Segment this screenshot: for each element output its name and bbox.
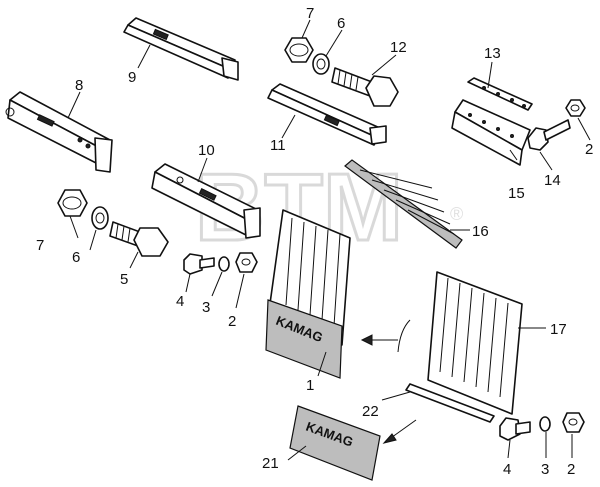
arrow-to-part-1 bbox=[360, 319, 411, 353]
callout-2-bottom: 2 bbox=[567, 461, 575, 478]
part-17-mudguard bbox=[427, 271, 523, 415]
leader-15 bbox=[509, 149, 518, 161]
leader-2-middle bbox=[235, 273, 245, 309]
part-1-mudguard: KAMAG bbox=[265, 209, 351, 379]
leader-11 bbox=[281, 114, 296, 139]
leader-6-left bbox=[89, 229, 97, 251]
part-10-bracket bbox=[151, 163, 261, 239]
leader-6-top bbox=[325, 29, 343, 57]
part-11-bracket bbox=[267, 83, 387, 146]
part-16-ribbed bbox=[344, 159, 463, 249]
callout-15: 15 bbox=[508, 185, 525, 202]
leader-5 bbox=[129, 251, 139, 269]
callout-1: 1 bbox=[306, 377, 314, 394]
leader-7-left bbox=[69, 215, 79, 239]
leader-21 bbox=[287, 445, 307, 461]
washer-3-bottom bbox=[539, 416, 551, 432]
callout-22: 22 bbox=[362, 403, 379, 420]
nut-2-middle bbox=[235, 252, 258, 273]
callout-16: 16 bbox=[472, 223, 489, 240]
leader-12 bbox=[371, 54, 397, 76]
leader-14 bbox=[539, 151, 553, 171]
callout-4-middle: 4 bbox=[176, 293, 184, 310]
washer-6-top bbox=[312, 53, 330, 75]
part-21-mudflap: KAMAG bbox=[289, 405, 381, 481]
callout-5: 5 bbox=[120, 271, 128, 288]
nut-2-top bbox=[565, 99, 586, 117]
arrow-to-part-21 bbox=[382, 419, 417, 444]
watermark-registered-mark: ® bbox=[450, 204, 463, 224]
washer-6-left bbox=[91, 206, 109, 230]
leader-7-top bbox=[301, 19, 311, 39]
callout-3-middle: 3 bbox=[202, 299, 210, 316]
callout-7-top: 7 bbox=[306, 5, 314, 22]
nut-7-top bbox=[284, 37, 314, 63]
callout-6-top: 6 bbox=[337, 15, 345, 32]
part-8-bracket bbox=[5, 91, 113, 173]
leader-13 bbox=[487, 61, 493, 89]
bolt-12 bbox=[331, 67, 399, 107]
leader-4-bottom bbox=[507, 439, 511, 459]
nut-2-bottom bbox=[562, 412, 585, 433]
callout-13: 13 bbox=[484, 45, 501, 62]
bolt-4-middle bbox=[183, 253, 215, 275]
part-9-bracket bbox=[123, 17, 239, 81]
callout-9: 9 bbox=[128, 69, 136, 86]
part-22-strip bbox=[405, 383, 495, 423]
callout-10: 10 bbox=[198, 142, 215, 159]
leader-2-top bbox=[577, 117, 591, 141]
callout-2-top: 2 bbox=[585, 141, 593, 158]
leader-10 bbox=[197, 157, 208, 183]
nut-7-left bbox=[57, 189, 88, 217]
callout-11: 11 bbox=[270, 137, 286, 154]
callout-7-left: 7 bbox=[36, 237, 44, 254]
bolt-14 bbox=[527, 119, 571, 151]
callout-6-left: 6 bbox=[72, 249, 80, 266]
leader-22 bbox=[381, 391, 411, 401]
part-13-strip bbox=[467, 77, 533, 111]
leader-4-middle bbox=[185, 273, 191, 293]
bolt-4-bottom bbox=[499, 417, 531, 441]
callout-4-bottom: 4 bbox=[503, 461, 511, 478]
callout-21: 21 bbox=[262, 455, 279, 472]
part-15-plate bbox=[451, 99, 531, 166]
washer-3-middle bbox=[218, 256, 230, 272]
callout-14: 14 bbox=[544, 172, 561, 189]
bolt-5 bbox=[109, 221, 169, 257]
callout-8: 8 bbox=[75, 77, 83, 94]
leader-1 bbox=[317, 351, 327, 377]
callout-17: 17 bbox=[550, 321, 567, 338]
leader-3-middle bbox=[211, 271, 223, 297]
callout-2-middle: 2 bbox=[228, 313, 236, 330]
callout-12: 12 bbox=[390, 39, 407, 56]
leader-9 bbox=[137, 44, 151, 69]
callout-3-bottom: 3 bbox=[541, 461, 549, 478]
leader-8 bbox=[67, 91, 81, 119]
